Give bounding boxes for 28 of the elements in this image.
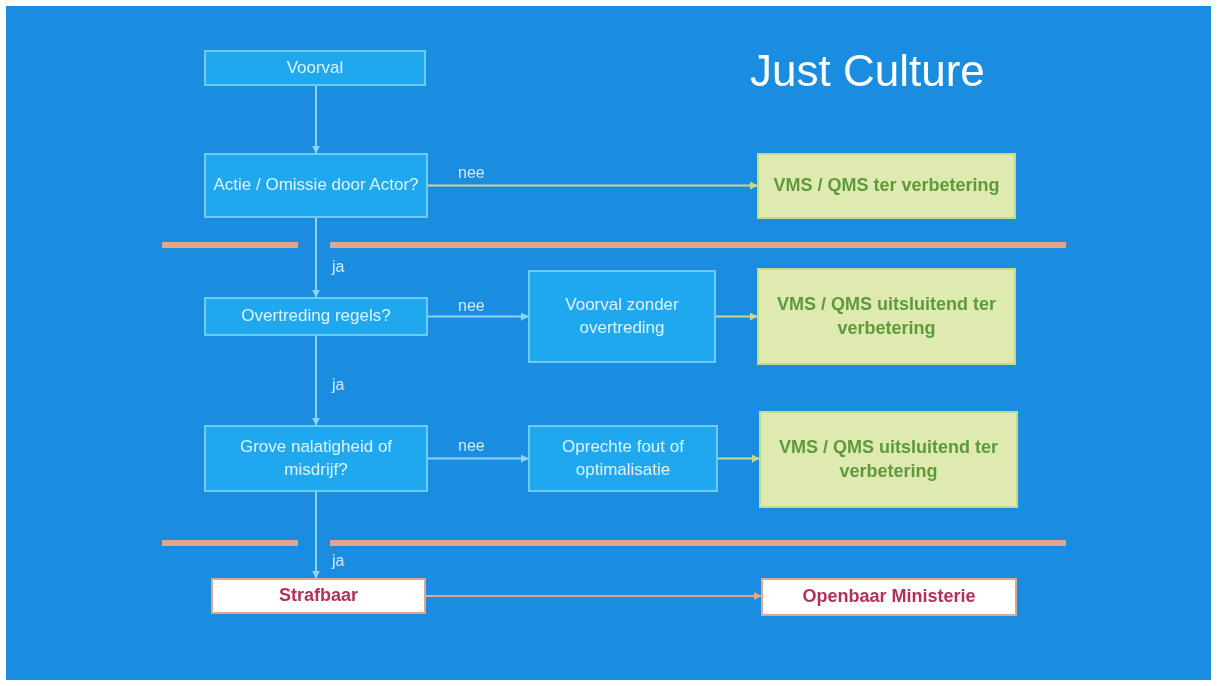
outcome-box: VMS / QMS ter verbetering — [757, 153, 1016, 219]
outcome-box: VMS / QMS uitsluitend ter verbetering — [759, 411, 1018, 508]
arrow — [312, 491, 320, 579]
arrow — [715, 312, 758, 321]
process-box: Grove nalatigheid of misdrijf? — [204, 425, 428, 492]
process-box: Actie / Omissie door Actor? — [204, 153, 428, 218]
edge-label: nee — [458, 437, 485, 455]
arrow — [312, 335, 320, 426]
arrow — [427, 454, 529, 463]
arrow — [427, 312, 529, 321]
process-box: Overtreding regels? — [204, 297, 428, 336]
process-box: Voorval zonder overtreding — [528, 270, 716, 363]
result-box: Strafbaar — [211, 578, 426, 614]
result-box: Openbaar Ministerie — [761, 578, 1017, 616]
arrow — [312, 217, 320, 298]
edge-label: nee — [458, 164, 485, 182]
title: Just Culture — [750, 46, 985, 96]
edge-label: ja — [332, 552, 345, 570]
process-box: Voorval — [204, 50, 426, 86]
outcome-box: VMS / QMS uitsluitend ter verbetering — [757, 268, 1016, 365]
arrow — [427, 181, 758, 190]
arrow — [425, 592, 762, 600]
arrow — [717, 454, 760, 463]
edge-label: ja — [332, 376, 345, 394]
edge-label: nee — [458, 297, 485, 315]
process-box: Oprechte fout of optimalisatie — [528, 425, 718, 492]
arrow — [312, 85, 320, 154]
edge-label: ja — [332, 258, 345, 276]
